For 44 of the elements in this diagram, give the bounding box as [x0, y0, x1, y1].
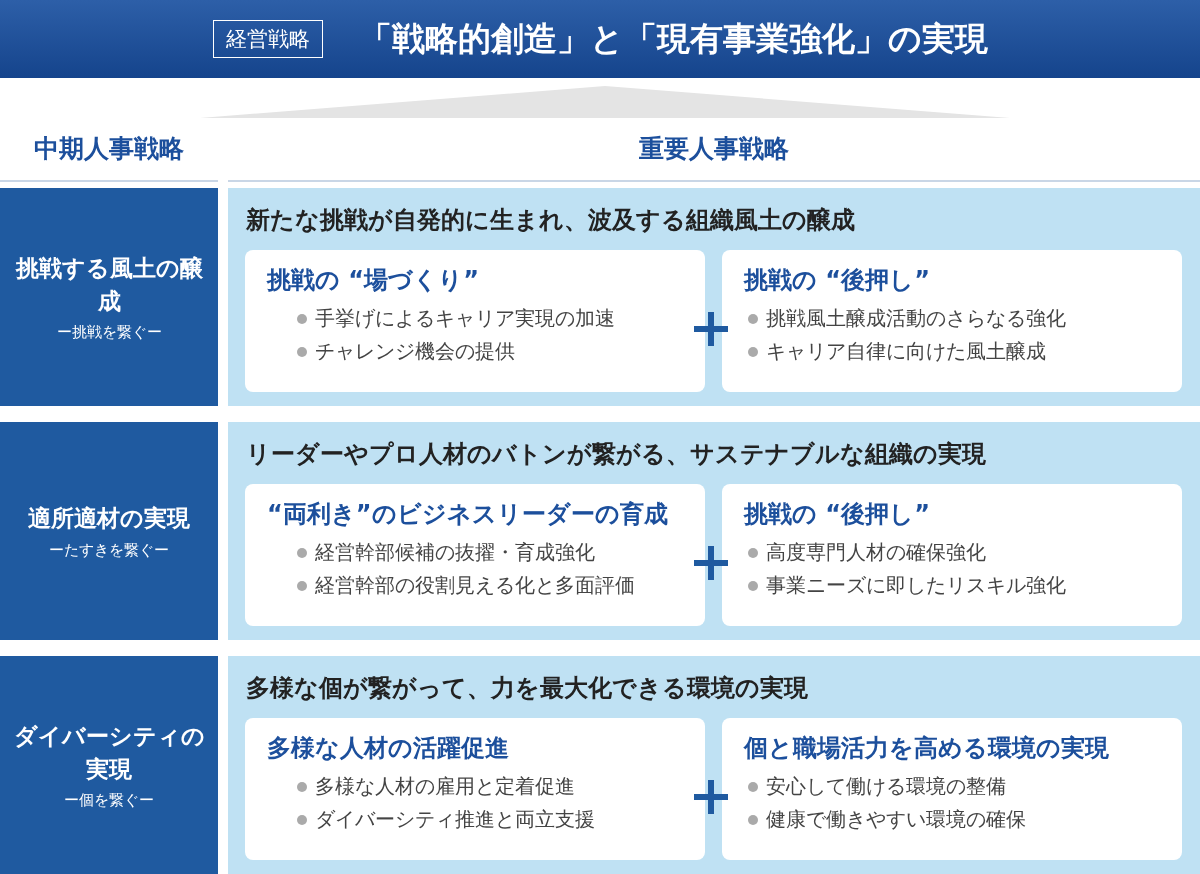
strategy-box	[0, 656, 218, 874]
card-heading: 多様な人材の活躍促進	[267, 733, 510, 764]
panel-heading: 多様な個が繋がって、力を最大化できる環境の実現	[246, 673, 808, 704]
strategy-panel	[228, 188, 1200, 406]
measure-card	[722, 484, 1182, 626]
bullet-item: 多様な人材の雇用と定着促進	[267, 770, 705, 803]
bullet-item: 高度専門人材の確保強化	[744, 536, 1182, 569]
strategy-subtitle: ー挑戦を繋ぐー	[56, 322, 162, 342]
measure-card	[722, 718, 1182, 860]
bullet-item: キャリア自律に向けた風土醸成	[744, 335, 1182, 368]
bullet-item: 手挙げによるキャリア実現の加速	[267, 302, 705, 335]
bullet-item: チャレンジ機会の提供	[267, 335, 705, 368]
header-title: 「戦略的創造」と「現有事業強化」の実現	[358, 17, 988, 60]
column-heading: 重要人事戦略	[638, 133, 790, 165]
strategy-panel	[228, 422, 1200, 640]
strategy-panel	[228, 656, 1200, 874]
strategy-title: ダイバーシティの実現	[12, 722, 206, 784]
strategy-title: 挑戦する風土の醸成	[14, 254, 204, 316]
card-heading: 挑戦の “後押し”	[744, 499, 931, 530]
bullet-item: 安心して働ける環境の整備	[744, 770, 1182, 803]
header-band	[0, 0, 1200, 78]
panel-heading: 新たな挑戦が自発的に生まれ、波及する組織風土の醸成	[246, 205, 855, 236]
card-heading: 挑戦の “後押し”	[744, 265, 931, 296]
bullet-item: ダイバーシティ推進と両立支援	[267, 803, 705, 836]
panel-heading: リーダーやプロ人材のバトンが繋がる、サステナブルな組織の実現	[246, 439, 986, 470]
bullet-item: 事業ニーズに即したリスキル強化	[744, 569, 1182, 602]
strategy-subtitle: ー個を繋ぐー	[64, 790, 154, 810]
card-heading: 挑戦の “場づくり”	[267, 265, 480, 296]
measure-card	[245, 250, 705, 392]
column-heading: 中期人事戦略	[33, 133, 185, 165]
card-heading: “両利き”のビジネスリーダーの育成	[267, 499, 669, 530]
measure-card	[245, 718, 705, 860]
strategy-box	[0, 422, 218, 640]
bullet-item: 経営幹部候補の抜擢・育成強化	[267, 536, 705, 569]
card-heading: 個と職場活力を高める環境の実現	[744, 733, 1110, 764]
strategy-subtitle: ーたすきを繋ぐー	[49, 540, 169, 560]
measure-card	[245, 484, 705, 626]
strategy-box	[0, 188, 218, 406]
strategy-title: 適所適材の実現	[27, 504, 191, 534]
bullet-item: 健康で働きやすい環境の確保	[744, 803, 1182, 836]
measure-card	[722, 250, 1182, 392]
category-tag: 経営戦略	[212, 20, 323, 58]
bullet-item: 経営幹部の役割見える化と多面評価	[267, 569, 705, 602]
bullet-item: 挑戦風土醸成活動のさらなる強化	[744, 302, 1182, 335]
